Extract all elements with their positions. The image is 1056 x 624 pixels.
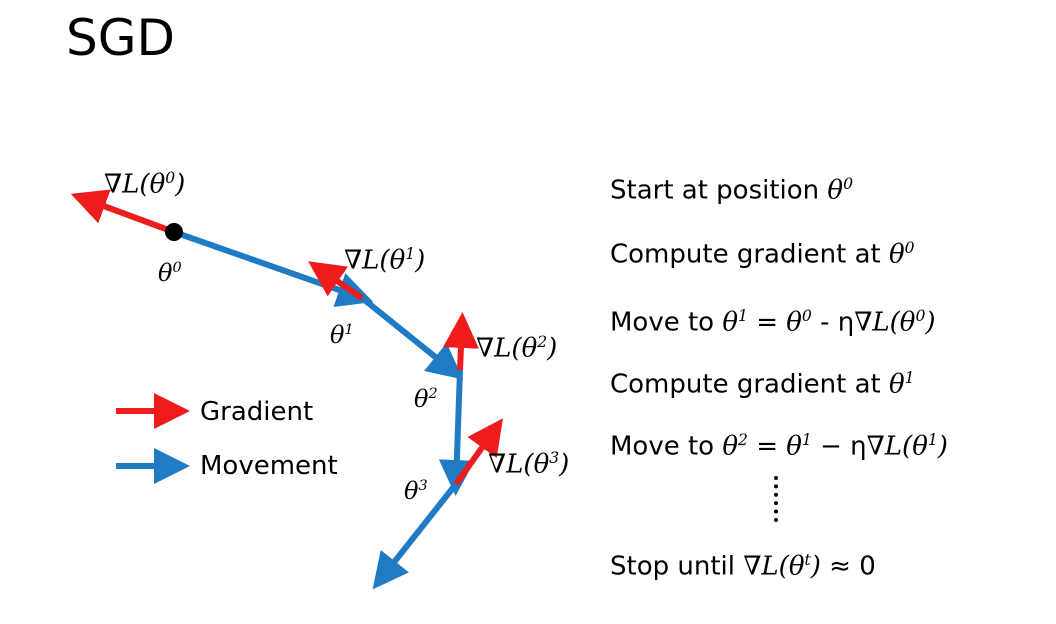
- legend-movement-label: Movement: [200, 451, 338, 481]
- gradient-label-2: ∇L(θ2): [476, 333, 558, 364]
- gradient-arrow-1: [308, 261, 364, 301]
- step-move-2: Move to θ2 = θ1 − η∇L(θ1): [610, 431, 948, 462]
- movement-arrow-1-2: [360, 295, 464, 380]
- theta-0-label: θ0: [158, 259, 182, 287]
- gradient-arrow-3: [453, 418, 503, 486]
- theta-1-label: θ1: [330, 321, 354, 349]
- movement-arrow-2-3: [438, 369, 475, 496]
- theta-2-label: θ2: [414, 385, 438, 413]
- step-compute-0: Compute gradient at θ0: [610, 239, 915, 270]
- slide-title: SGD: [66, 9, 175, 67]
- theta-3-label: θ3: [404, 477, 428, 505]
- legend-gradient-label: Gradient: [200, 397, 314, 427]
- ellipsis-dots: [774, 476, 784, 522]
- movement-arrow-3-4: [372, 482, 459, 590]
- gradient-label-3: ∇L(θ3): [488, 449, 570, 480]
- start-point: [165, 223, 183, 241]
- step-move-1: Move to θ1 = θ0 - η∇L(θ0): [610, 307, 936, 338]
- movement-arrow-0-1: [173, 229, 374, 308]
- gradient-arrow-0: [70, 189, 176, 235]
- step-stop: Stop until ∇L(θt) ≈ 0: [610, 551, 876, 582]
- gradient-label-1: ∇L(θ1): [344, 245, 426, 276]
- gradient-arrow-2: [442, 312, 479, 371]
- step-start: Start at position θ0: [610, 175, 853, 206]
- gradient-label-0: ∇L(θ0): [104, 169, 186, 200]
- step-compute-1: Compute gradient at θ1: [610, 369, 915, 400]
